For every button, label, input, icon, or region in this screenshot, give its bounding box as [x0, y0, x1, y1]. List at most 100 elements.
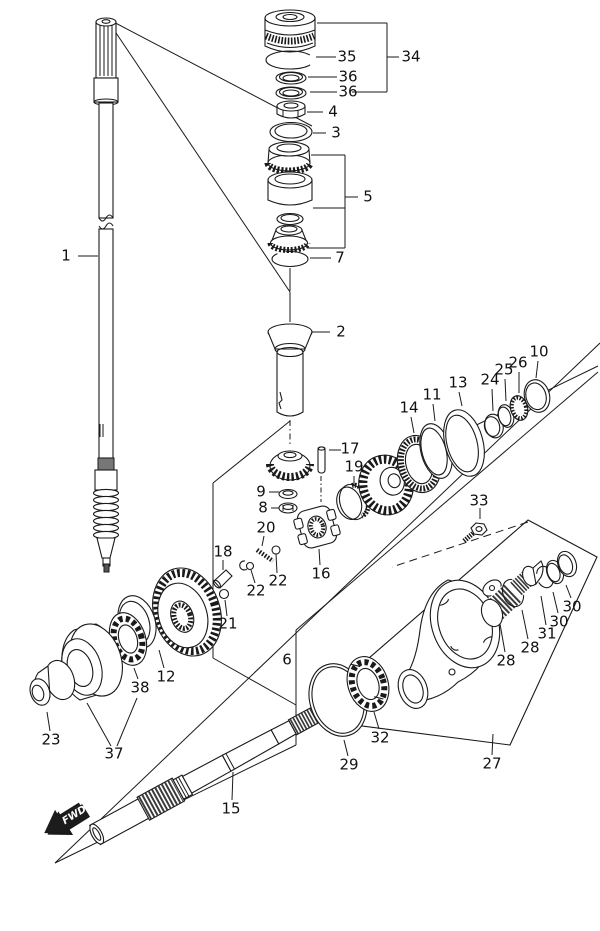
- part-forward-gear: [152, 567, 222, 657]
- callout-4: 4: [328, 103, 338, 121]
- part-propeller-shaft: [88, 700, 335, 846]
- part-pinion-gear: [266, 450, 314, 481]
- part-needle-bearing-28: [480, 578, 525, 628]
- part-bearing-cap-34: [264, 9, 316, 53]
- callout-28b: 28: [520, 639, 539, 657]
- callout-leader-32: [373, 711, 380, 730]
- callout-leader-29: [343, 739, 349, 757]
- part-prop-shaft-housing: [397, 579, 502, 709]
- callout-10: 10: [529, 343, 548, 361]
- callout-30: 30: [549, 613, 568, 631]
- part-lock-washer-26: [509, 395, 529, 421]
- callout-leader-15: [231, 771, 234, 801]
- part-c-ring-35: [265, 50, 315, 70]
- part-washer-9: [278, 488, 298, 500]
- part-ring-3: [269, 121, 313, 143]
- callout-33: 33: [469, 492, 488, 510]
- callout-37: 37: [104, 745, 123, 763]
- callout-leader-13: [458, 391, 463, 407]
- callout-3: 3: [331, 124, 341, 142]
- callout-16: 16: [311, 565, 330, 583]
- part-plug-23: [29, 659, 76, 706]
- part-clip-22: [239, 560, 248, 571]
- callout-25: 25: [494, 361, 513, 379]
- callout-leader-22: [250, 569, 256, 584]
- callout-8: 8: [258, 499, 268, 517]
- callout-32: 32: [370, 729, 389, 747]
- callout-leader-37: [86, 702, 112, 747]
- callout-19: 19: [344, 458, 363, 476]
- callout-6: 6: [282, 651, 292, 669]
- part-taper-bearing-5d: [267, 224, 311, 253]
- callout-leader-12: [158, 649, 165, 669]
- callout-24: 24: [480, 371, 499, 389]
- part-washer-36b: [275, 86, 307, 100]
- callout-9: 9: [256, 483, 266, 501]
- part-nut-8: [278, 502, 298, 514]
- callout-12: 12: [156, 668, 175, 686]
- callout-13: 13: [448, 374, 467, 392]
- callout-27: 27: [482, 755, 501, 773]
- fwd-arrow: FWD: [44, 802, 91, 836]
- callout-22: 22: [246, 582, 265, 600]
- callout-leader-23: [46, 711, 51, 732]
- part-c-ring-7: [271, 250, 309, 268]
- callout-11: 11: [422, 386, 441, 404]
- callout-31: 31: [537, 625, 556, 643]
- callout-34: 34: [401, 48, 420, 66]
- part-seal-30b: [556, 550, 578, 578]
- callout-leader-22b: [275, 553, 278, 574]
- callout-26: 26: [508, 354, 527, 372]
- callout-leader-20: [261, 535, 265, 547]
- part-spline-bush-28: [509, 560, 544, 596]
- part-nut-4: [276, 100, 306, 119]
- part-pin-18: [212, 569, 233, 589]
- callout-5: 5: [363, 188, 373, 206]
- callout-1: 1: [61, 247, 71, 265]
- callout-36b: 36: [338, 83, 357, 101]
- part-bolt-33: [462, 522, 488, 543]
- part-ball-bearing-32: [346, 656, 390, 712]
- part-ring-5c: [276, 212, 304, 226]
- callout-20: 20: [256, 519, 275, 537]
- callout-leader-30: [552, 591, 559, 614]
- part-ball-22b: [271, 545, 281, 555]
- callout-leader-38: [133, 667, 139, 680]
- callout-leader-25: [504, 378, 507, 402]
- callout-21: 21: [218, 615, 237, 633]
- part-pin-17: [317, 446, 326, 502]
- callout-35: 35: [337, 48, 356, 66]
- part-bearing-race-5b: [267, 171, 313, 206]
- part-ring-24: [483, 413, 504, 439]
- part-ring-13: [443, 409, 485, 477]
- callout-36: 36: [338, 68, 357, 86]
- callout-leader-28b: [521, 609, 529, 640]
- callout-leader-28: [499, 623, 506, 653]
- part-driveshaft: [92, 17, 120, 573]
- callout-2: 2: [336, 323, 346, 341]
- callout-leader-31: [540, 595, 547, 626]
- part-taper-bearing-5a: [264, 141, 314, 175]
- callout-7: 7: [335, 249, 345, 267]
- callout-leader-16: [318, 548, 321, 566]
- callout-14: 14: [399, 399, 418, 417]
- callout-leader-30b: [565, 584, 572, 599]
- part-ring-10: [523, 379, 551, 413]
- callout-leader-14: [410, 416, 415, 434]
- assembly-lines: [54, 17, 600, 864]
- part-ball-22: [245, 561, 255, 571]
- callout-28: 28: [496, 652, 515, 670]
- callout-labels: 1234567891011121314151617181920212222232…: [41, 48, 581, 818]
- callout-38: 38: [130, 679, 149, 697]
- callout-29: 29: [339, 756, 358, 774]
- callout-17: 17: [340, 440, 359, 458]
- callout-15: 15: [221, 800, 240, 818]
- callout-leader-10: [535, 360, 539, 379]
- callout-leader-37: [116, 697, 138, 747]
- callout-18: 18: [213, 543, 232, 561]
- part-detent-spring-20: [255, 548, 275, 563]
- part-clutch-dog-16: [293, 505, 341, 549]
- callout-23: 23: [41, 731, 60, 749]
